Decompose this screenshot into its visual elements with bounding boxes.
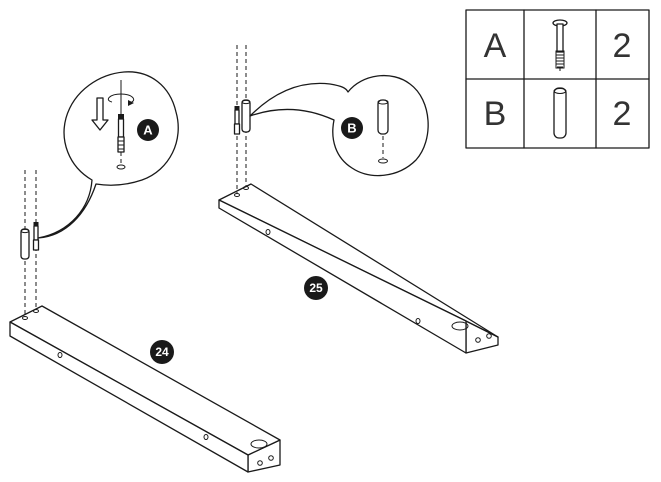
cam-bolt-icon (32, 222, 40, 251)
callout-a-label: A (143, 123, 153, 138)
part-a-quantity: 2 (613, 27, 632, 65)
part-number-24: 24 (150, 340, 174, 364)
cam-bolt-icon (233, 106, 241, 135)
rail-24-hardware (20, 170, 40, 316)
rail-25 (218, 183, 499, 354)
callout-b-bubble: B (249, 74, 429, 177)
wooden-dowel-icon (20, 228, 30, 260)
part-number-25: 25 (304, 276, 328, 300)
rail-24 (9, 305, 281, 473)
part-b-letter: B (484, 95, 507, 133)
callout-b-badge (341, 117, 363, 139)
callout-a-badge (137, 119, 159, 141)
parts-table: A 2 B 2 (465, 9, 650, 149)
part-number-24-label: 24 (155, 345, 169, 359)
wooden-dowel-icon (241, 99, 251, 133)
part-a-letter: A (484, 27, 507, 65)
rail-25-hardware (233, 45, 251, 193)
part-b-quantity: 2 (613, 95, 632, 133)
wooden-dowel-icon (553, 87, 567, 139)
cam-bolt-icon (552, 19, 568, 71)
callout-a-bubble: A (37, 71, 179, 239)
part-number-25-label: 25 (309, 281, 323, 295)
callout-b-label: B (347, 121, 356, 136)
cam-bolt-icon (117, 114, 125, 153)
wooden-dowel-icon (377, 99, 389, 135)
